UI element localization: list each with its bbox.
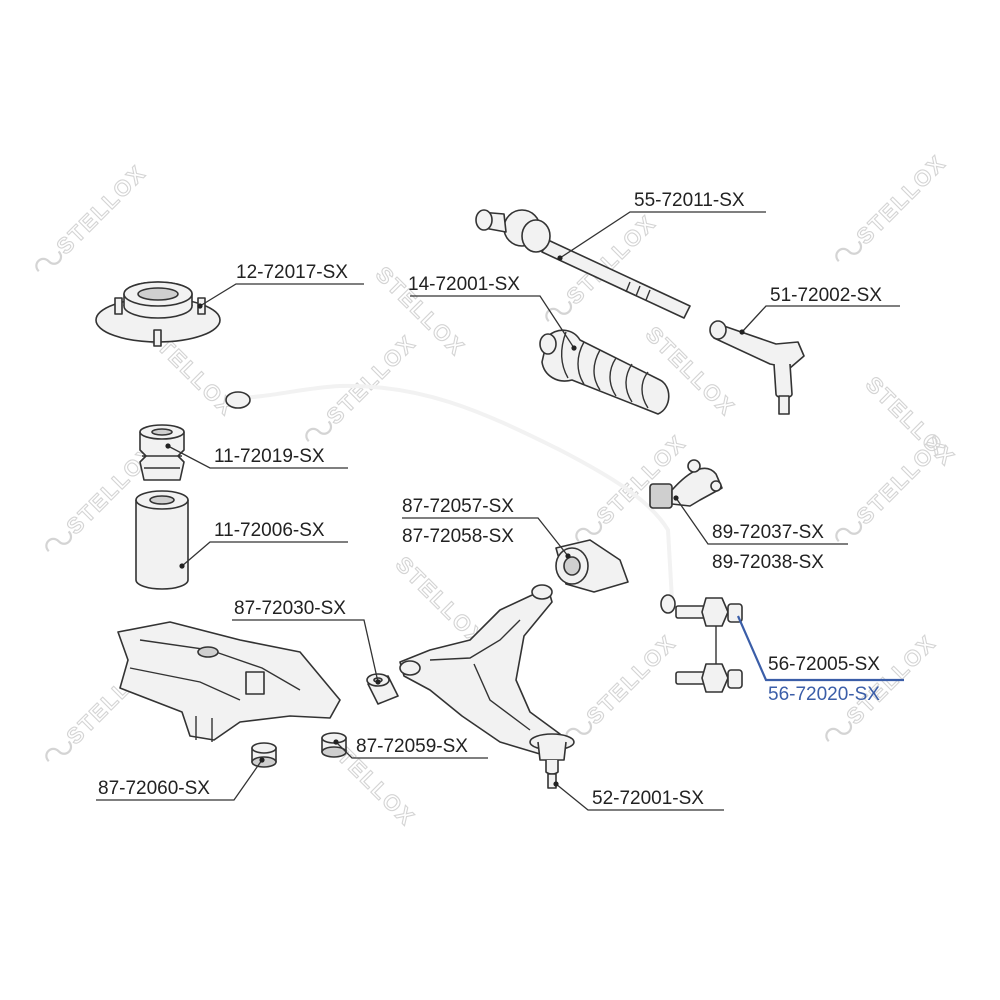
watermark-text: STELLOX bbox=[322, 330, 421, 429]
label-14-72001-sx[interactable]: 14-72001-SX bbox=[408, 274, 520, 295]
watermark-logo: STELLOX bbox=[835, 149, 951, 262]
watermark-text: STELLOX bbox=[852, 430, 951, 529]
label-89-72037-sx[interactable]: 89-72037-SX bbox=[712, 522, 824, 543]
stabilizer-link-drawing bbox=[675, 597, 743, 693]
label-87-72060-sx[interactable]: 87-72060-SX bbox=[98, 778, 210, 799]
watermark-s-icon bbox=[835, 520, 863, 542]
label-56-72020-sx[interactable]: 56-72020-SX bbox=[768, 684, 880, 705]
dust-cover-drawing bbox=[135, 490, 189, 590]
subframe-bushing-a-drawing bbox=[321, 732, 347, 758]
leader-dots bbox=[165, 255, 745, 787]
watermark-s-icon bbox=[45, 530, 73, 552]
watermark-text: STELLOX bbox=[592, 430, 691, 529]
lower-control-arm-drawing bbox=[399, 584, 567, 755]
arm-bushing-front-drawing bbox=[366, 673, 399, 705]
label-11-72019-sx[interactable]: 11-72019-SX bbox=[214, 446, 325, 467]
watermark-s-icon bbox=[575, 520, 603, 542]
watermark-logo: STELLOX bbox=[565, 629, 681, 742]
label-87-72057-sx[interactable]: 87-72057-SX bbox=[402, 496, 514, 517]
stabilizer-bar-drawing bbox=[225, 383, 676, 614]
label-89-72038-sx[interactable]: 89-72038-SX bbox=[712, 552, 824, 573]
watermark-s-icon bbox=[45, 740, 73, 762]
label-52-72001-sx[interactable]: 52-72001-SX bbox=[592, 788, 704, 809]
label-87-72059-sx[interactable]: 87-72059-SX bbox=[356, 736, 468, 757]
watermark-s-icon bbox=[305, 420, 333, 442]
stabilizer-bushing-drawing bbox=[649, 459, 723, 509]
label-51-72002-sx[interactable]: 51-72002-SX bbox=[770, 285, 882, 306]
watermark-s-icon bbox=[835, 240, 863, 262]
watermark-text: STELLOX bbox=[52, 160, 151, 259]
steering-boot-drawing bbox=[539, 329, 670, 415]
bump-stop-drawing bbox=[139, 424, 185, 481]
watermark-logo: STELLOX bbox=[35, 159, 151, 272]
watermark-text: STELLOX bbox=[852, 150, 951, 249]
leader-lines bbox=[96, 211, 904, 811]
watermark-s-icon bbox=[565, 720, 593, 742]
label-11-72006-sx[interactable]: 11-72006-SX bbox=[214, 520, 325, 541]
control-arm-bushing-drawing bbox=[555, 539, 629, 593]
label-55-72011-sx[interactable]: 55-72011-SX bbox=[634, 190, 745, 211]
tie-rod-end-drawing bbox=[709, 320, 805, 415]
label-56-72005-sx[interactable]: 56-72005-SX bbox=[768, 654, 880, 675]
label-87-72058-sx[interactable]: 87-72058-SX bbox=[402, 526, 514, 547]
tie-rod-axial-drawing bbox=[475, 209, 691, 319]
watermark-s-icon bbox=[35, 250, 63, 272]
subframe-drawing bbox=[117, 621, 341, 742]
part-labels: 55-72011-SX 51-72002-SX 12-72017-SX 14-7… bbox=[98, 190, 882, 809]
watermark-s-icon bbox=[825, 720, 853, 742]
subframe-bushing-b-drawing bbox=[251, 742, 277, 768]
strut-mount-drawing bbox=[95, 281, 221, 347]
watermark-text: STELLOX bbox=[582, 630, 681, 729]
ball-joint-drawing bbox=[529, 733, 575, 789]
watermark-logo: STELLOX bbox=[835, 429, 951, 542]
label-12-72017-sx[interactable]: 12-72017-SX bbox=[236, 262, 348, 283]
watermark-s-icon bbox=[545, 300, 573, 322]
label-87-72030-sx[interactable]: 87-72030-SX bbox=[234, 598, 346, 619]
